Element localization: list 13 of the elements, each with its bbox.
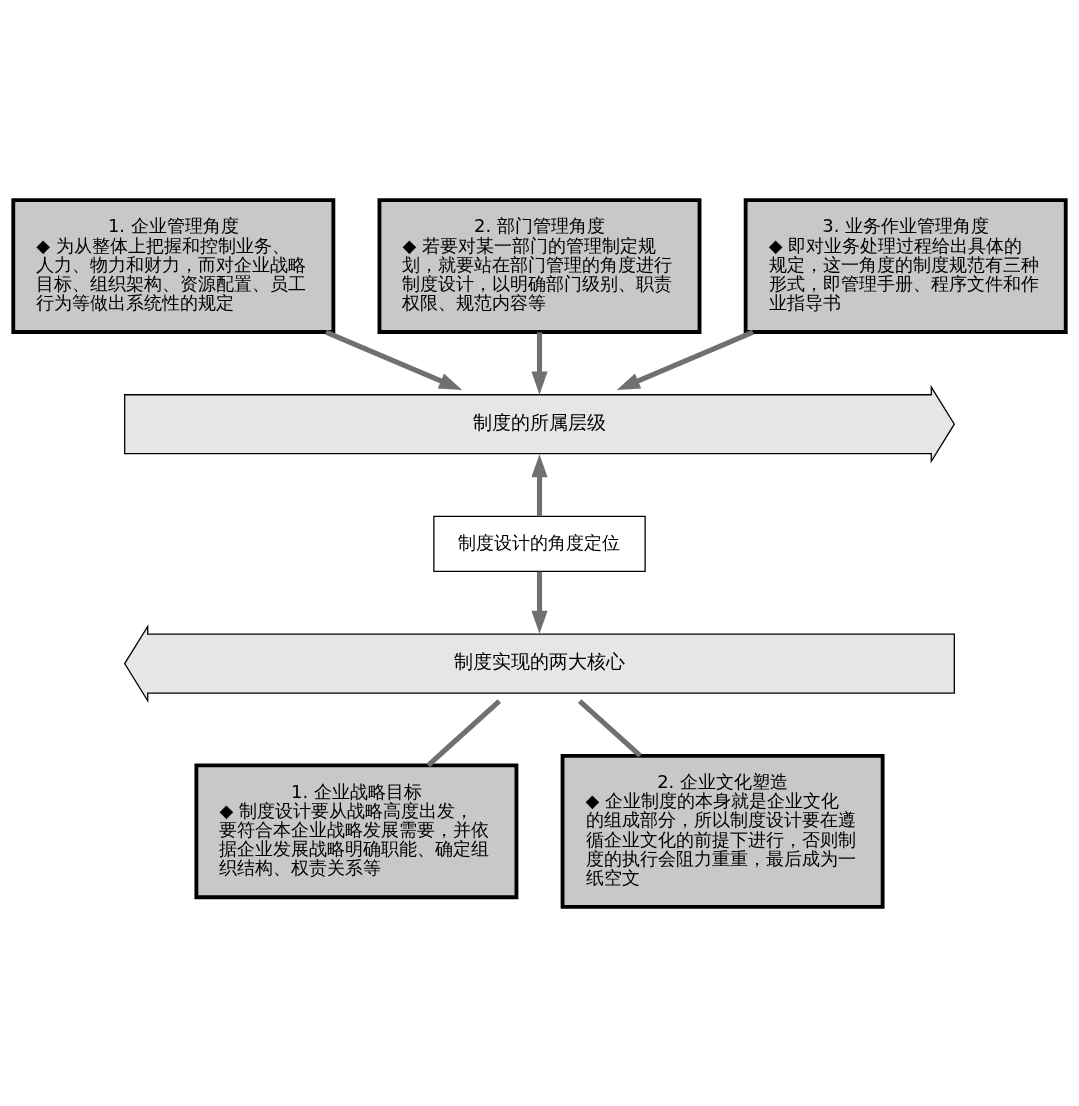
node-box: 1. 企业战略目标 ◆ 制度设计要从战略高度出发，要符合本企业战略发展需要，并依据企业发展战略明确职能、确定组织结构、权责关系等	[194, 763, 519, 899]
connector	[426, 698, 502, 767]
node-box: 制度设计的角度定位	[433, 515, 646, 572]
node-box: 2. 部门管理角度 ◆ 若要对某一部门的管理制定规划，就要站在部门管理的角度进行制度设计，以明确部门级别、职责权限、规范内容等	[377, 197, 702, 334]
arrow	[324, 329, 463, 390]
arrow	[531, 453, 548, 516]
arrow	[531, 571, 548, 634]
node-box: 2. 企业文化塑造 ◆ 企业制度的本身就是企业文化的组成部分，所以制度设计要在遵循企业文化的前提下进行，否则制度的执行会阻力重重，最后成为一纸空文	[560, 753, 885, 909]
node-box: 3. 业务作业管理角度 ◆ 即对业务处理过程给出具体的规定，这一角度的制度规范有三种形式，即管理手册、程序文件和作业指导书	[743, 197, 1068, 334]
arrow	[616, 329, 755, 390]
connector	[577, 698, 642, 757]
arrow	[531, 331, 548, 395]
node-box: 1. 企业管理角度 ◆ 为从整体上把握和控制业务、人力、物力和财力，而对企业战略目标、组织架构、资源配置、员工行为等做出系统性的规定	[11, 197, 336, 334]
